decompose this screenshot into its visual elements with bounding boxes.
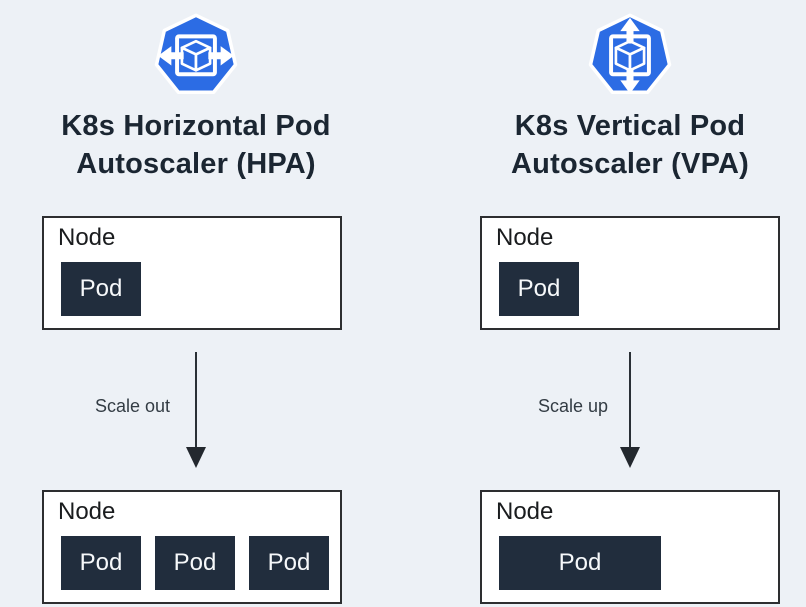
vertical-pod-autoscaler-icon	[588, 13, 672, 95]
vpa-title-line2: Autoscaler (VPA)	[511, 148, 749, 180]
pod-row: Pod	[61, 262, 141, 316]
up-arrow-glyph	[620, 17, 640, 44]
hpa-title-line1: K8s Horizontal Pod	[61, 110, 331, 142]
pod-row: Pod Pod Pod	[61, 536, 329, 590]
vpa-node-before: Node Pod	[480, 216, 780, 330]
down-arrow-glyph	[620, 68, 640, 94]
cube-glyph	[614, 39, 646, 72]
pod-box-wide: Pod	[499, 536, 661, 590]
hpa-node-after: Node Pod Pod Pod	[42, 490, 342, 604]
right-arrow-glyph	[208, 46, 234, 66]
pod-box: Pod	[499, 262, 579, 316]
hpa-node-before: Node Pod	[42, 216, 342, 330]
node-label: Node	[496, 498, 554, 525]
vpa-node-after: Node Pod	[480, 490, 780, 604]
node-label: Node	[496, 224, 554, 251]
vpa-title: K8s Vertical Pod Autoscaler (VPA)	[440, 107, 806, 183]
scale-up-label: Scale up	[537, 396, 608, 416]
hpa-title-line2: Autoscaler (HPA)	[76, 148, 316, 180]
scale-up-arrow	[620, 352, 640, 468]
pod-box: Pod	[61, 262, 141, 316]
left-arrow-glyph	[158, 46, 184, 66]
pod-box: Pod	[155, 536, 235, 590]
pod-row: Pod	[499, 536, 661, 590]
pod-row: Pod	[499, 262, 579, 316]
cube-glyph	[180, 39, 212, 72]
vpa-title-line1: K8s Vertical Pod	[514, 110, 746, 142]
horizontal-pod-autoscaler-icon	[154, 13, 238, 95]
scale-out-arrow	[186, 352, 206, 468]
pod-box: Pod	[249, 536, 329, 590]
pod-box: Pod	[61, 536, 141, 590]
scale-out-label: Scale out	[94, 396, 170, 416]
node-label: Node	[58, 498, 116, 525]
hpa-title: K8s Horizontal Pod Autoscaler (HPA)	[6, 107, 386, 183]
node-label: Node	[58, 224, 116, 251]
